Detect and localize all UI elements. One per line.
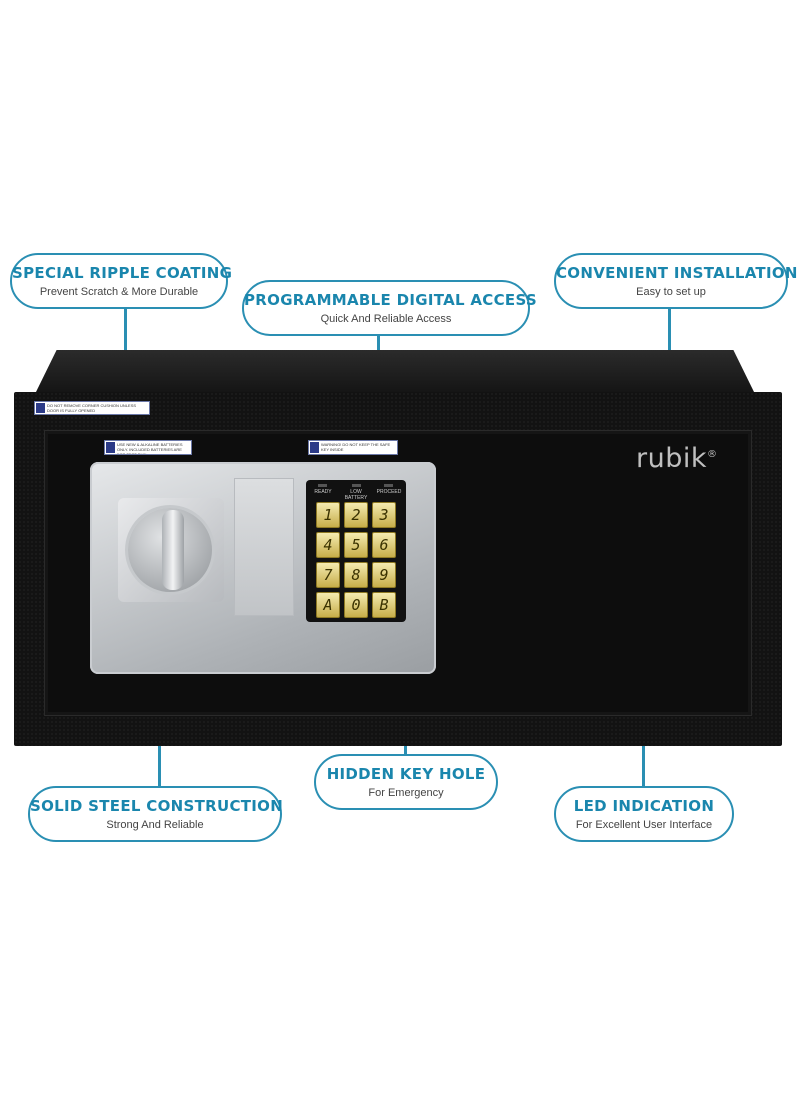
rubik-logo: rubik® [636, 443, 718, 474]
corner-cushion-sticker: DO NOT REMOVE CORNER CUSHION UNLESS DOOR… [34, 401, 150, 415]
knob-grip [162, 510, 184, 590]
callout-digital-access: PROGRAMMABLE DIGITAL ACCESS Quick And Re… [242, 280, 537, 336]
callout-ripple-coating: SPECIAL RIPPLE COATING Prevent Scratch &… [10, 253, 233, 309]
callout-steel-title: SOLID STEEL CONSTRUCTION [30, 797, 284, 815]
callout-digital-subtitle: Quick And Reliable Access [320, 313, 452, 325]
key-hole-cover[interactable] [234, 478, 294, 616]
callout-keyhole-subtitle: For Emergency [368, 787, 444, 799]
callout-keyhole-title: HIDDEN KEY HOLE [326, 765, 486, 783]
led-label-ready: READY [314, 489, 332, 495]
led-label-proceed: PROCEED [376, 489, 402, 495]
callout-hidden-key-hole: HIDDEN KEY HOLE For Emergency [314, 754, 498, 810]
callout-steel-construction: SOLID STEEL CONSTRUCTION Strong And Reli… [28, 786, 284, 842]
battery-sticker-text: USE NEW & ALKALINE BATTERIES ONLY. INCLU… [117, 442, 183, 455]
callout-led-indication: LED INDICATION For Excellent User Interf… [554, 786, 734, 842]
corner-sticker-text: DO NOT REMOVE CORNER CUSHION UNLESS DOOR… [47, 403, 137, 413]
callout-install-title: CONVENIENT INSTALLATION [556, 264, 798, 282]
warning-sticker-text: WARNING! DO NOT KEEP THE SAFE KEY INSIDE [321, 442, 391, 452]
key-4[interactable]: 4 [316, 532, 340, 558]
led-ready [318, 484, 327, 487]
callout-install-subtitle: Easy to set up [636, 286, 706, 298]
safe-top-panel [35, 350, 755, 394]
key-1[interactable]: 1 [316, 502, 340, 528]
callout-ripple-title: SPECIAL RIPPLE COATING [12, 264, 233, 282]
key-b[interactable]: B [372, 592, 396, 618]
key-2[interactable]: 2 [344, 502, 368, 528]
key-3[interactable]: 3 [372, 502, 396, 528]
callout-digital-title: PROGRAMMABLE DIGITAL ACCESS [244, 291, 537, 309]
key-8[interactable]: 8 [344, 562, 368, 588]
callout-ripple-subtitle: Prevent Scratch & More Durable [39, 286, 199, 298]
battery-sticker: USE NEW & ALKALINE BATTERIES ONLY. INCLU… [104, 440, 192, 455]
brand-text: rubik [636, 443, 707, 474]
key-a[interactable]: A [316, 592, 340, 618]
led-low-battery [352, 484, 361, 487]
led-label-low-battery: LOW BATTERY [344, 489, 368, 501]
keypad: READY LOW BATTERY PROCEED 1 2 3 4 5 6 7 … [306, 480, 406, 622]
callout-led-title: LED INDICATION [573, 797, 715, 815]
led-proceed [384, 484, 393, 487]
callout-installation: CONVENIENT INSTALLATION Easy to set up [554, 253, 798, 309]
callout-led-subtitle: For Excellent User Interface [575, 819, 713, 831]
callout-steel-subtitle: Strong And Reliable [106, 819, 204, 831]
key-9[interactable]: 9 [372, 562, 396, 588]
key-5[interactable]: 5 [344, 532, 368, 558]
key-0[interactable]: 0 [344, 592, 368, 618]
key-7[interactable]: 7 [316, 562, 340, 588]
warning-sticker: WARNING! DO NOT KEEP THE SAFE KEY INSIDE [308, 440, 398, 455]
key-6[interactable]: 6 [372, 532, 396, 558]
